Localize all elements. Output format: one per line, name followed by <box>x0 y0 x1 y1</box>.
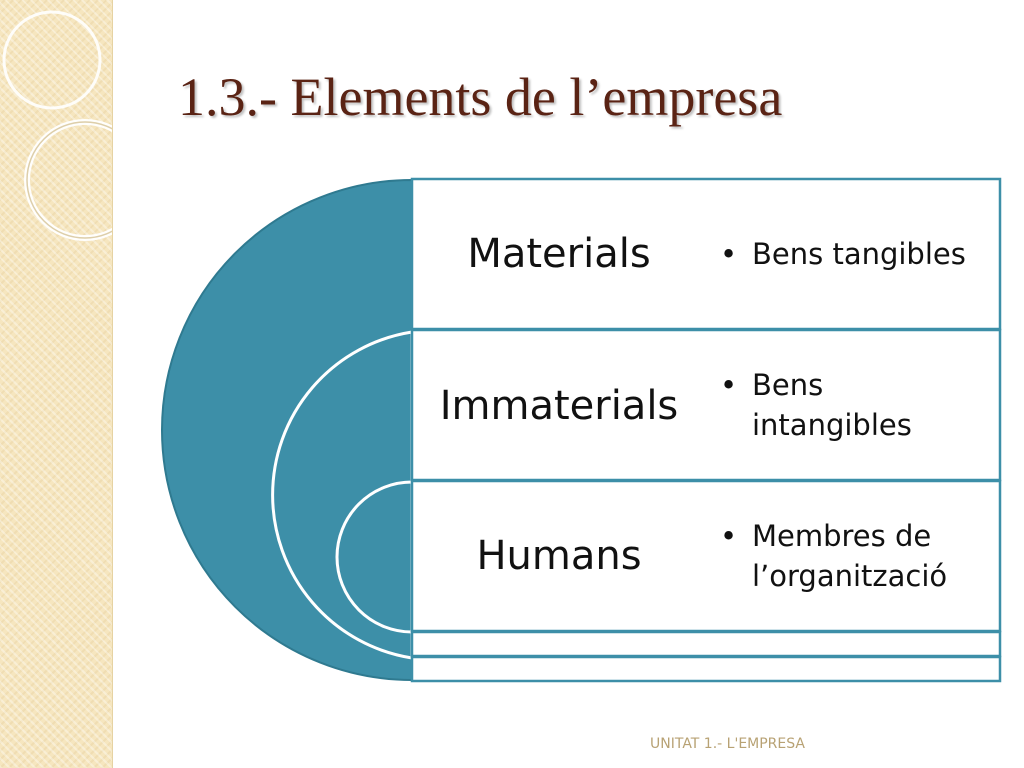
slide-title: 1.3.- Elements de l’empresa <box>178 67 783 127</box>
bullet-immaterials: Bens intangibles <box>720 365 940 445</box>
inner-arc-humans <box>335 480 414 634</box>
decorative-side-band <box>0 0 113 768</box>
empty-band-2 <box>410 655 1002 683</box>
row-label-immaterials: Immaterials <box>439 383 679 429</box>
row-label-humans: Humans <box>476 533 642 579</box>
empty-band-1 <box>410 630 1002 658</box>
decorative-rings-graphic <box>2 10 112 241</box>
bullet-humans: Membres de l’organització <box>720 516 982 596</box>
row-label-materials: Materials <box>467 231 651 277</box>
slide-footer: UNITAT 1.- L'EMPRESA <box>650 736 805 752</box>
bullet-materials: Bens tangibles <box>720 234 990 274</box>
